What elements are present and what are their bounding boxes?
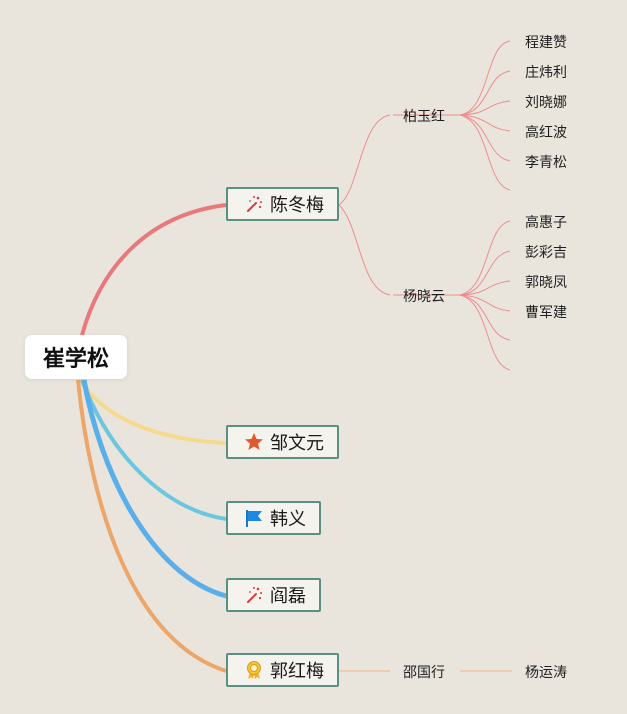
topic-label: 邹文元 bbox=[270, 433, 324, 454]
leaf-item[interactable]: 郭晓凤 bbox=[525, 275, 567, 291]
topic-chen[interactable]: 陈冬梅 bbox=[226, 187, 339, 221]
subtopic-shao[interactable]: 邵国行 bbox=[403, 665, 445, 681]
root-topic[interactable]: 崔学松 bbox=[25, 335, 127, 379]
branch-line-han bbox=[80, 379, 227, 521]
root-topic-label: 崔学松 bbox=[42, 347, 109, 372]
leaf-item[interactable]: 高惠子 bbox=[525, 215, 567, 231]
branch-line-guo bbox=[76, 379, 227, 673]
leaf-item[interactable]: 杨运涛 bbox=[525, 665, 567, 681]
topic-label: 郭红梅 bbox=[270, 661, 324, 682]
topic-han[interactable]: 韩义 bbox=[226, 501, 321, 535]
subtopic-bai[interactable]: 柏玉红 bbox=[403, 109, 445, 125]
leaf-item[interactable]: 彭彩吉 bbox=[525, 245, 567, 261]
leaf-item[interactable]: 高红波 bbox=[525, 125, 567, 141]
branch-line-chen bbox=[80, 203, 227, 336]
star-icon bbox=[245, 433, 263, 450]
leaf-item[interactable]: 刘晓娜 bbox=[525, 95, 567, 111]
medal-icon bbox=[247, 661, 261, 679]
branch-line-yan bbox=[81, 379, 227, 599]
topic-zou[interactable]: 邹文元 bbox=[226, 425, 339, 459]
subtopic-yang[interactable]: 杨晓云 bbox=[403, 289, 445, 305]
topic-label: 韩义 bbox=[270, 509, 306, 530]
leaf-item[interactable]: 程建赞 bbox=[525, 35, 567, 51]
magic-wand-icon bbox=[247, 196, 262, 212]
topic-guo[interactable]: 郭红梅 bbox=[226, 653, 339, 687]
topic-yan[interactable]: 阎磊 bbox=[226, 578, 321, 612]
subtopic-line-yang bbox=[338, 204, 391, 296]
leaf-item[interactable]: 李青松 bbox=[525, 155, 567, 171]
flag-icon bbox=[246, 510, 262, 527]
subtopic-line-bai bbox=[338, 114, 391, 206]
magic-wand-icon bbox=[247, 587, 262, 603]
topic-label: 陈冬梅 bbox=[270, 195, 324, 216]
leaf-item[interactable]: 庄炜利 bbox=[525, 65, 567, 81]
leaf-item[interactable]: 曹军建 bbox=[525, 305, 567, 321]
branch-line-zou bbox=[78, 378, 227, 445]
topic-label: 阎磊 bbox=[270, 586, 306, 607]
